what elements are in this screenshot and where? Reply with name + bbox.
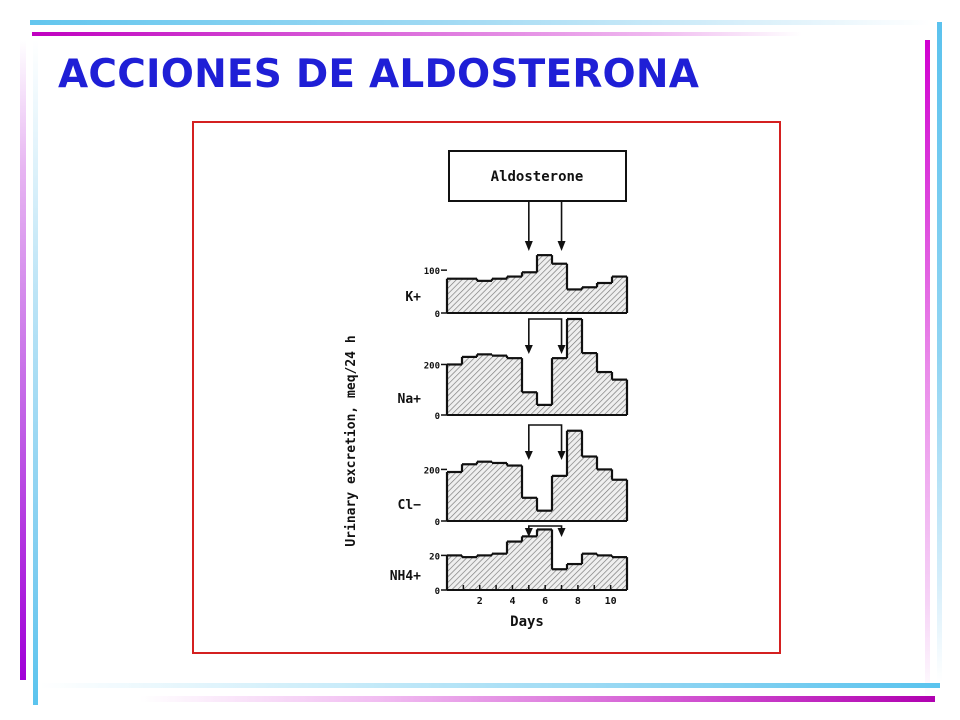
treatment-box bbox=[448, 150, 627, 202]
panel-na-label: Na+ bbox=[398, 392, 422, 407]
treatment-bracket-2-start-head bbox=[524, 451, 533, 460]
decorative-band-bottom-magenta bbox=[140, 696, 935, 702]
panel-cl-ytick-label-1: 200 bbox=[424, 466, 440, 476]
decorative-band-right-magenta bbox=[925, 40, 930, 700]
treatment-start-arrow-head bbox=[524, 241, 533, 251]
slide-title: ACCIONES DE ALDOSTERONA bbox=[58, 52, 700, 97]
y-axis-label: Urinary excretion, meq/24 h bbox=[344, 335, 359, 546]
panel-k-ytick-label-0: 0 bbox=[435, 310, 440, 320]
treatment-bracket-3-start-head bbox=[524, 528, 533, 537]
panel-cl-label: Cl− bbox=[398, 498, 422, 513]
panel-na-ytick-label-1: 200 bbox=[424, 361, 440, 371]
x-tick-label-3: 8 bbox=[575, 596, 581, 607]
panel-k-ytick-label-1: 100 bbox=[424, 267, 440, 277]
decorative-band-left-blue bbox=[33, 40, 38, 705]
panel-nh4-label: NH4+ bbox=[390, 569, 421, 584]
panel-nh4-ytick-label-1: 20 bbox=[429, 552, 440, 562]
decorative-band-bottom-blue bbox=[40, 683, 940, 688]
x-tick-label-2: 6 bbox=[542, 596, 548, 607]
treatment-bracket-1-start-head bbox=[524, 345, 533, 354]
treatment-bracket-2-end-head bbox=[557, 451, 566, 460]
decorative-band-left-magenta bbox=[20, 40, 26, 680]
panel-k-label: K+ bbox=[405, 290, 421, 305]
decorative-band-top-magenta bbox=[32, 32, 802, 36]
treatment-bracket-1-end-head bbox=[557, 345, 566, 354]
x-axis-label: Days bbox=[510, 614, 544, 630]
panel-nh4-area bbox=[447, 529, 627, 590]
x-tick-label-1: 4 bbox=[509, 596, 515, 607]
decorative-band-right-blue bbox=[937, 22, 942, 682]
treatment-bracket-1 bbox=[528, 318, 563, 351]
panel-nh4-ytick-label-0: 0 bbox=[435, 587, 440, 597]
panel-k-area bbox=[447, 255, 627, 313]
panel-na-ytick-label-0: 0 bbox=[435, 412, 440, 422]
panel-cl-ytick-label-0: 0 bbox=[435, 518, 440, 528]
decorative-band-top-blue bbox=[30, 20, 930, 25]
x-tick-label-4: 10 bbox=[605, 596, 617, 607]
treatment-end-arrow-head bbox=[557, 241, 566, 251]
treatment-bracket-3-end-head bbox=[557, 528, 566, 537]
treatment-bracket-2 bbox=[528, 424, 563, 457]
treatment-label: Aldosterone bbox=[491, 169, 584, 185]
x-tick-label-0: 2 bbox=[477, 596, 483, 607]
